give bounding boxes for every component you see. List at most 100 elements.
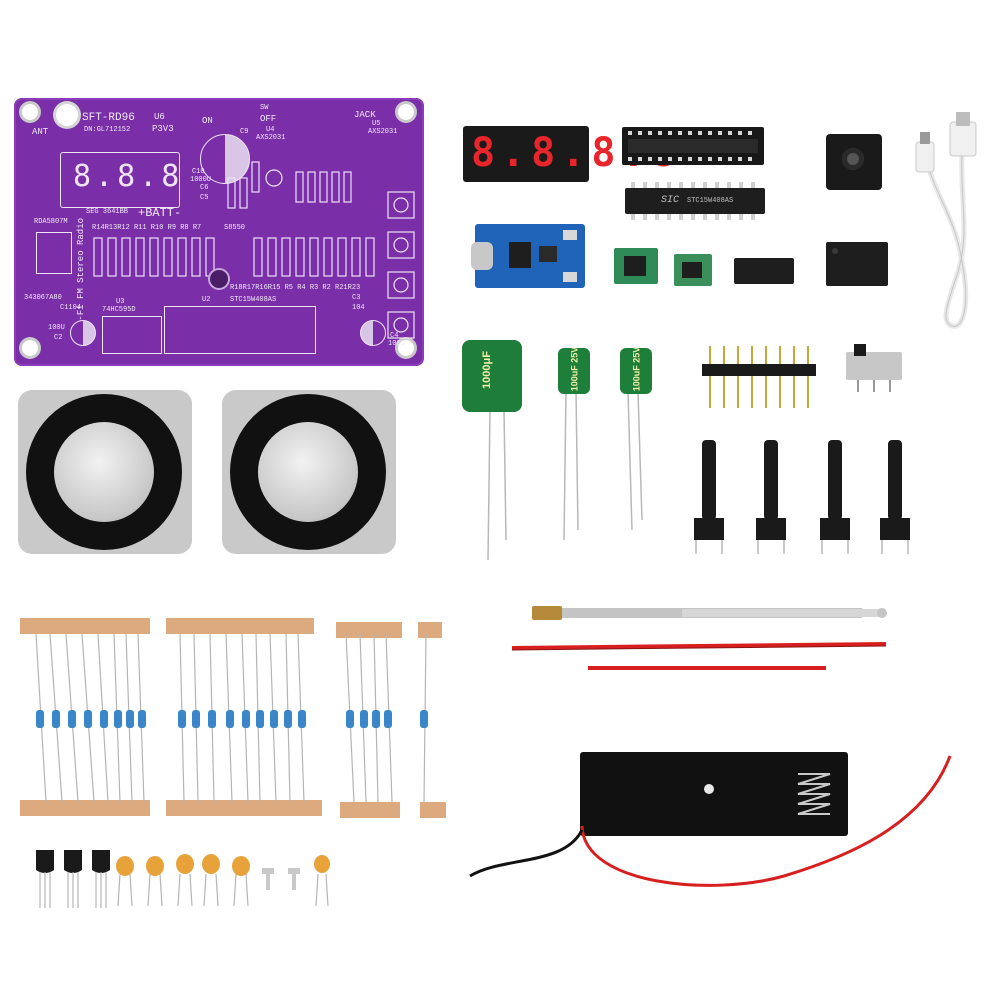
pcb-board: ANT SFT-RD96 DN:GL712152 U6 P3V3 ON SW O… — [14, 98, 424, 366]
usb-cable-icon — [915, 112, 977, 329]
pcb-u4-label: U4 — [266, 126, 275, 134]
pcb-component-footprints — [227, 161, 352, 209]
pcb-u3-label: U3 — [116, 298, 125, 306]
telescopic-antenna-icon — [532, 606, 887, 620]
pcb-res-row1: R14R13R12 R11 R10 R9 R8 R7 — [92, 224, 202, 232]
pcb-off-label: OFF — [260, 114, 277, 124]
pcb-seg-label: SEG 3641BB — [86, 208, 129, 216]
cap-small-label-1: 100uF 25V — [569, 346, 580, 392]
pcb-hole — [22, 104, 38, 120]
charger-module — [471, 224, 585, 288]
speaker-right — [222, 390, 396, 554]
pcb-jack-label: JACK — [354, 110, 376, 120]
battery-holder-hole — [704, 784, 714, 794]
resistors — [35, 634, 428, 802]
pcb-model-label: SFT-RD96 — [82, 112, 135, 124]
pcb-c3b-label: 104 — [352, 304, 365, 312]
pcb-c4-footprint — [360, 320, 386, 346]
seven-segment-display: 8.8.8.8 — [463, 126, 676, 182]
pcb-button-footprints — [387, 191, 415, 339]
pcb-s8550-label: S8550 — [224, 224, 246, 232]
pcb-side-text: Hi-Fi FM Stereo Radio — [76, 218, 86, 332]
cap-large-label: 1000μF — [480, 351, 493, 389]
tactile-buttons — [694, 440, 910, 554]
pcb-resistor-footprints — [93, 237, 375, 277]
pin-header — [702, 346, 816, 408]
pcb-c4b-label: 100U — [388, 340, 405, 348]
pcb-u3chip-label: 74HC595D — [102, 306, 136, 314]
pcb-hole-large — [56, 104, 78, 126]
battery-holder — [580, 752, 848, 836]
fm-radio-module — [614, 248, 658, 284]
pcb-center-hole — [210, 270, 228, 288]
resistor-tape — [418, 622, 442, 638]
pcb-u5-label: U5 — [372, 120, 381, 128]
pcb-axs2-label: AXS2031 — [368, 128, 398, 136]
pcb-c9-label: C9 — [240, 128, 249, 136]
pcb-axs-label: AXS2031 — [256, 134, 286, 142]
pcb-c10-label: C10 — [192, 168, 205, 176]
capacitor-leads — [487, 391, 643, 560]
pcb-u3-footprint — [102, 316, 162, 354]
ic-brand: SIC — [661, 195, 680, 206]
resistor-tape — [340, 802, 400, 818]
capacitor-small: 100uF 25V — [620, 346, 652, 394]
pcb-p3v3-label: P3V3 — [152, 124, 174, 134]
pcb-sw-label: SW — [260, 104, 269, 112]
speaker-dome — [54, 422, 154, 522]
ic-socket-holes — [628, 131, 758, 161]
pcb-c2b-label: C2 — [54, 334, 63, 342]
speaker-cone — [230, 394, 386, 550]
dip-ic-chip: SIC STC15W408AS — [625, 182, 765, 220]
pcb-hole — [398, 340, 414, 356]
speaker-left — [18, 390, 192, 554]
switch-pins — [857, 380, 891, 392]
charger-pad — [563, 230, 577, 240]
transistors-and-caps — [36, 850, 330, 908]
charger-chip — [509, 242, 531, 268]
amplifier-chip — [682, 262, 702, 278]
fm-module-chip — [624, 256, 646, 276]
sop-ic-chip — [826, 242, 888, 286]
resistor-tape — [420, 802, 446, 818]
ic-pins — [631, 182, 755, 220]
resistor-tape — [336, 622, 402, 638]
ic-marking: STC15W408AS — [687, 197, 734, 205]
sop-ic-chip — [734, 258, 794, 284]
capacitor-large: 1000μF — [462, 340, 522, 412]
pcb-c6-label: C6 — [200, 184, 209, 192]
speaker-dome — [258, 422, 358, 522]
pcb-c2-footprint — [70, 320, 96, 346]
slide-switch-knob — [854, 344, 866, 356]
pcb-display-silk: 8.8.8 — [73, 159, 184, 194]
charger-component — [539, 246, 557, 262]
usb-c-port — [471, 242, 493, 270]
speaker-cone — [26, 394, 182, 550]
audio-jack-hole — [842, 148, 864, 170]
pcb-ic3-label: 343067A80 — [24, 294, 62, 302]
pcb-hole — [22, 340, 38, 356]
sop-ic-dot — [832, 248, 838, 254]
pcb-rda-label: RDA5807M — [34, 218, 68, 226]
pcb-c5-label: C5 — [200, 194, 209, 202]
pcb-on-label: ON — [202, 116, 213, 126]
battery-spring — [797, 773, 831, 815]
pcb-rda-footprint — [36, 232, 72, 274]
pcb-c10b-label: 1000U — [190, 176, 212, 184]
resistor-tape — [166, 800, 322, 816]
resistor-tape — [166, 618, 314, 634]
cap-small-label-2: 100uF 25V — [631, 346, 642, 392]
pcb-stc-label: STC15W408AS — [230, 296, 277, 304]
pcb-code-label: DN:GL712152 — [84, 126, 131, 134]
resistor-tape — [20, 618, 150, 634]
capacitor-small: 100uF 25V — [558, 346, 590, 394]
pcb-ant-label: ANT — [32, 127, 49, 137]
pcb-u2-label: U2 — [202, 296, 211, 304]
pcb-c1-label: C1104 — [60, 304, 82, 312]
ic-socket — [622, 127, 764, 165]
charger-pad — [563, 272, 577, 282]
pcb-u6-label: U6 — [154, 112, 165, 122]
slide-switch — [846, 344, 902, 392]
audio-jack — [826, 134, 882, 190]
pcb-cap-footprint — [200, 134, 250, 184]
